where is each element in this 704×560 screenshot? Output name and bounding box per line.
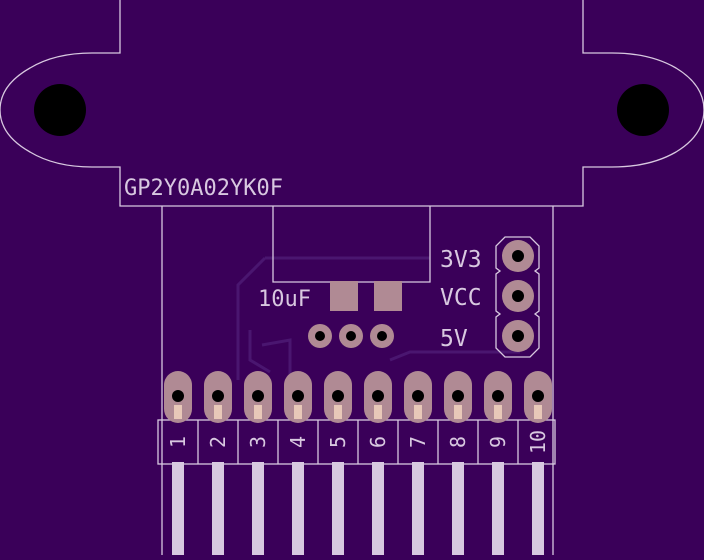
header-pin-2 xyxy=(204,371,232,555)
pin-stub xyxy=(414,405,422,419)
capacitor-pads xyxy=(330,281,402,311)
pin-stub xyxy=(294,405,302,419)
trace xyxy=(236,256,267,380)
header-pin-9 xyxy=(484,371,512,555)
header-pin-6 xyxy=(364,371,392,555)
pin-number-label: 8 xyxy=(446,436,470,448)
trace xyxy=(248,330,271,374)
mounting-holes xyxy=(34,84,669,136)
pin-drill xyxy=(492,390,504,402)
pin-leg xyxy=(372,462,384,555)
power-label-vcc: VCC xyxy=(440,285,482,311)
pin-leg xyxy=(332,462,344,555)
power-drill-vcc xyxy=(512,290,524,302)
pin-leg xyxy=(252,462,264,555)
pin-stub xyxy=(374,405,382,419)
header-pin-3 xyxy=(244,371,272,555)
pin-number-label: 7 xyxy=(406,436,430,448)
pin-leg xyxy=(212,462,224,555)
reg-drill-1 xyxy=(315,331,325,341)
pin-stub xyxy=(494,405,502,419)
header-pin-5 xyxy=(324,371,352,555)
header-dividers xyxy=(197,420,519,464)
mounting-hole-left xyxy=(34,84,86,136)
power-label-5v: 5V xyxy=(440,326,468,352)
pin-drill xyxy=(452,390,464,402)
pin-drill xyxy=(412,390,424,402)
pin-leg xyxy=(292,462,304,555)
pin-leg xyxy=(172,462,184,555)
sensor-outline xyxy=(0,0,704,207)
pin-stub xyxy=(254,405,262,419)
cap-pad-2 xyxy=(374,281,402,311)
pin-leg xyxy=(532,462,544,555)
pin-stub xyxy=(454,405,462,419)
pin-number-label: 4 xyxy=(286,436,310,448)
pin-drill xyxy=(172,390,184,402)
header-pins xyxy=(164,371,552,555)
cap-label: 10uF xyxy=(258,287,311,312)
pin-leg xyxy=(412,462,424,555)
pin-number-label: 1 xyxy=(166,436,190,448)
pin-stub xyxy=(214,405,222,419)
mounting-hole-right xyxy=(617,84,669,136)
power-label-3v3: 3V3 xyxy=(440,247,482,273)
header-pin-4 xyxy=(284,371,312,555)
power-drill-5v xyxy=(512,330,524,342)
part-label: GP2Y0A02YK0F xyxy=(124,176,283,201)
trace xyxy=(261,338,292,375)
pin-leg xyxy=(452,462,464,555)
reg-drill-3 xyxy=(377,331,387,341)
regulator-pads xyxy=(308,324,394,348)
pin-stub xyxy=(534,405,542,419)
pin-drill xyxy=(252,390,264,402)
header-pin-10 xyxy=(524,371,552,555)
trace xyxy=(389,350,520,362)
pin-number-label: 9 xyxy=(486,436,510,448)
trace-layer xyxy=(236,256,520,380)
pin-number-label: 3 xyxy=(246,436,270,448)
pin-leg xyxy=(492,462,504,555)
pin-drill xyxy=(332,390,344,402)
pin-number-labels: 1 2 3 4 5 6 7 8 9 10 xyxy=(166,430,550,454)
pin-drill xyxy=(212,390,224,402)
pin-stub xyxy=(334,405,342,419)
power-header-pads xyxy=(502,240,534,352)
pin-drill xyxy=(292,390,304,402)
header-pin-8 xyxy=(444,371,472,555)
power-drill-3v3 xyxy=(512,250,524,262)
pin-stub xyxy=(174,405,182,419)
cap-pad-1 xyxy=(330,281,358,311)
pin-number-label: 10 xyxy=(526,430,550,454)
header-pin-7 xyxy=(404,371,432,555)
header-pin-1 xyxy=(164,371,192,555)
reg-drill-2 xyxy=(346,331,356,341)
pin-drill xyxy=(532,390,544,402)
pin-number-label: 5 xyxy=(326,436,350,448)
pin-number-label: 2 xyxy=(206,436,230,448)
power-header-outline xyxy=(495,236,540,358)
pin-drill xyxy=(372,390,384,402)
pin-number-label: 6 xyxy=(366,436,390,448)
header-outline xyxy=(157,419,556,465)
